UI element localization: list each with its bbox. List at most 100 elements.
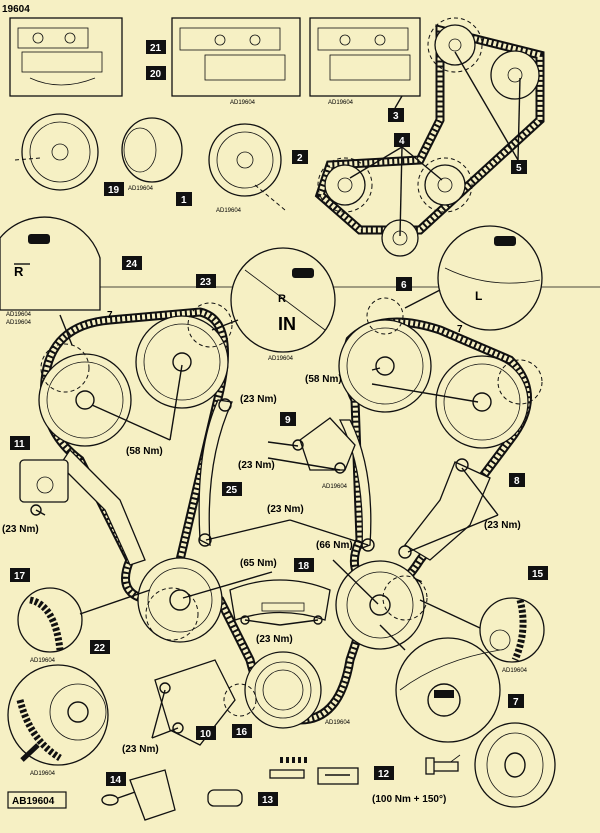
chain-count-right: 7 (457, 324, 463, 335)
svg-text:3: 3 (393, 111, 399, 122)
crankshaft-pulley (439, 722, 556, 808)
svg-text:22: 22 (94, 643, 106, 654)
svg-text:14: 14 (110, 775, 122, 786)
cam-sprocket-left-intake (135, 315, 229, 409)
r-mark-24: R (14, 264, 24, 279)
tensioner-8 (398, 458, 491, 561)
callout-20: 20 (146, 66, 166, 80)
torque-crank-bolt: (100 Nm + 150°) (372, 794, 446, 805)
timing-mark-circle-17 (145, 587, 199, 641)
cam-sprocket-detail-2: AD19604 (208, 123, 286, 214)
figure-ref-top: 19604 (2, 4, 30, 15)
leader-lines-torque (35, 364, 499, 739)
torque-guide-top: (23 Nm) (240, 394, 277, 405)
r-mark-23: R (278, 293, 286, 305)
timing-mark-circle-right-in (366, 297, 404, 335)
callout-23: 23 (196, 274, 216, 288)
callout-8: 8 (509, 473, 525, 487)
svg-text:20: 20 (150, 69, 162, 80)
svg-text:7: 7 (513, 697, 519, 708)
panel-ref-9: AD19604 (322, 484, 348, 490)
detail-circle-7 (379, 624, 501, 743)
tensioner-arm-left (59, 448, 146, 566)
svg-text:16: 16 (236, 727, 248, 738)
chain-count-left: 7 (107, 310, 113, 321)
timing-mark-circle-left-ex (40, 343, 90, 393)
crankshaft-sprocket (244, 651, 322, 729)
tensioner-10 (154, 659, 236, 746)
timing-mark-circle-16 (223, 683, 257, 717)
svg-text:21: 21 (150, 43, 162, 54)
callout-25: 25 (222, 482, 242, 496)
panel-ref-17: AD19604 (30, 658, 56, 664)
svg-text:9: 9 (285, 415, 291, 426)
torque-cam-left: (58 Nm) (126, 446, 163, 457)
callout-22: 22 (90, 640, 110, 654)
svg-text:5: 5 (516, 163, 522, 174)
torque-cam-right: (58 Nm) (305, 374, 342, 385)
detail-circle-17: AD19604 (17, 587, 151, 664)
cam-sprocket-left-exhaust (38, 353, 132, 447)
callout-21: 21 (146, 40, 166, 54)
callout-13: 13 (258, 792, 278, 806)
intermediate-sprocket-right (335, 560, 425, 650)
torque-tensioner-mid: (23 Nm) (238, 460, 275, 471)
callout-4: 4 (394, 133, 410, 147)
callout-19: 19 (104, 182, 124, 196)
svg-text:11: 11 (14, 439, 25, 450)
callout-1: 1 (176, 192, 192, 206)
svg-text:10: 10 (200, 729, 212, 740)
svg-text:17: 17 (14, 571, 26, 582)
cylinder-head-middle: AD19604 (171, 17, 301, 106)
svg-text:18: 18 (298, 561, 310, 572)
callout-3: 3 (388, 108, 404, 122)
cam-sprocket-right-exhaust (435, 355, 529, 449)
torque-right-tensioner: (23 Nm) (484, 520, 521, 531)
callout-17: 17 (10, 568, 30, 582)
detail-circle-15: AD19604 (419, 597, 545, 674)
torque-sprocket-left: (65 Nm) (240, 558, 277, 569)
torque-left-tensioner: (23 Nm) (2, 524, 39, 535)
special-tool-12 (269, 757, 359, 785)
special-tool-13 (207, 789, 243, 807)
callout-11: 11 (10, 436, 30, 450)
timing-mark-circle-15 (382, 575, 428, 621)
cam-sprocket-right-intake (338, 319, 432, 413)
cam-sprocket-detail-19 (14, 113, 99, 191)
cylinder-head-right: AD19604 (309, 17, 421, 106)
svg-text:24: 24 (126, 259, 138, 270)
svg-text:4: 4 (399, 136, 405, 147)
svg-text:23: 23 (200, 277, 212, 288)
panel-ref-24: AD19604 (6, 320, 32, 326)
special-tool-14 (101, 769, 176, 821)
svg-text:2: 2 (297, 153, 303, 164)
panel-ref-1: AD19604 (128, 186, 154, 192)
svg-text:15: 15 (532, 569, 544, 580)
svg-text:19: 19 (108, 185, 120, 196)
panel-ref-15: AD19604 (502, 668, 528, 674)
svg-text:13: 13 (262, 795, 274, 806)
panel-ref-3: AD19604 (328, 100, 354, 106)
torque-guide-bottom: (23 Nm) (256, 634, 293, 645)
panel-ref-23: AD19604 (268, 356, 294, 362)
panel-ref-left-chain: AD19604 (6, 312, 32, 318)
svg-text:1: 1 (181, 195, 187, 206)
chain-guide-18 (229, 579, 331, 625)
svg-text:6: 6 (401, 280, 407, 291)
callout-10: 10 (196, 726, 216, 740)
l-mark-6: L (475, 289, 482, 303)
panel-ref-20: AD19604 (230, 100, 256, 106)
timing-mark-circle-left-in (187, 302, 233, 348)
top-chain-loop (314, 17, 545, 257)
svg-text:8: 8 (514, 476, 520, 487)
callout-12: 12 (374, 766, 394, 780)
timing-mark-circle-right-ex (497, 359, 543, 405)
torque-guide-bolts: (23 Nm) (267, 504, 304, 515)
chain-guide-25 (198, 398, 233, 547)
detail-circle-23: R IN AD19604 (211, 247, 336, 362)
torque-lower-tensioner: (23 Nm) (122, 744, 159, 755)
callout-14: 14 (106, 772, 126, 786)
callout-7: 7 (508, 694, 524, 708)
panel-ref-2: AD19604 (216, 208, 242, 214)
callout-6: 6 (396, 277, 412, 291)
